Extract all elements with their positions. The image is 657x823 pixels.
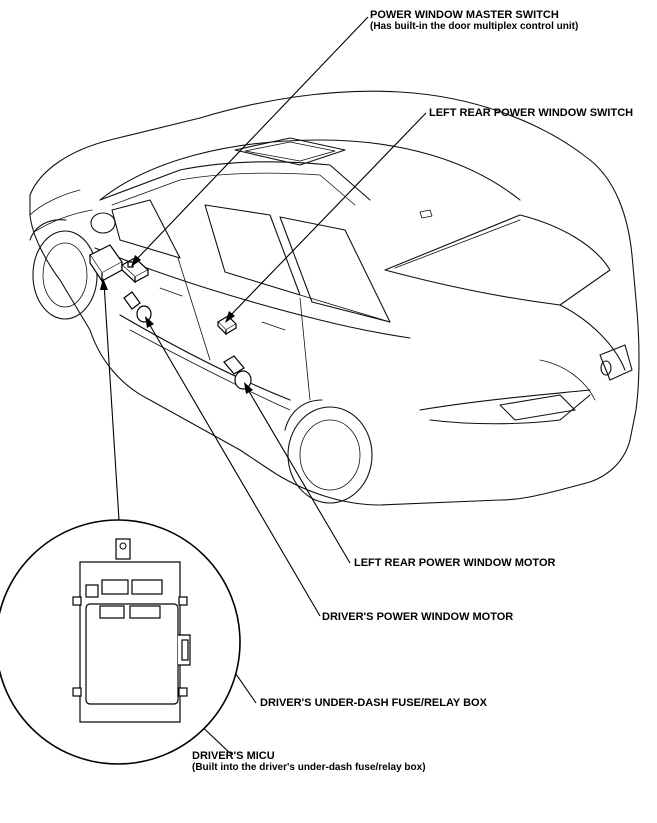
- label-left-rear-motor: LEFT REAR POWER WINDOW MOTOR: [354, 557, 556, 569]
- leader-master-switch: [133, 16, 369, 263]
- component-left-rear-switch: [217, 315, 237, 336]
- component-left-rear-window-motor: [223, 355, 252, 390]
- label-micu-note: (Built into the driver's under-dash fuse…: [192, 762, 426, 773]
- label-left-rear-switch: LEFT REAR POWER WINDOW SWITCH: [429, 107, 634, 119]
- inset-detail: [0, 519, 241, 765]
- leader-left-rear-switch: [227, 112, 427, 319]
- label-fuse-box: DRIVER'S UNDER-DASH FUSE/RELAY BOX: [260, 697, 487, 709]
- component-fuse-box-small: [89, 244, 123, 283]
- label-micu: DRIVER'S MICU: [192, 750, 275, 762]
- label-master-switch: POWER WINDOW MASTER SWITCH: [370, 9, 559, 21]
- leader-driver-motor: [147, 321, 321, 617]
- inset-micu: [85, 603, 179, 705]
- label-master-switch-note: (Has built-in the door multiplex control…: [370, 21, 579, 32]
- component-master-switch: [120, 257, 150, 284]
- car-outline: [29, 90, 640, 506]
- label-driver-motor: DRIVER'S POWER WINDOW MOTOR: [322, 611, 514, 623]
- leader-to-inset: [103, 282, 120, 521]
- component-driver-window-motor: [123, 291, 152, 323]
- leader-left-rear-motor: [246, 387, 351, 564]
